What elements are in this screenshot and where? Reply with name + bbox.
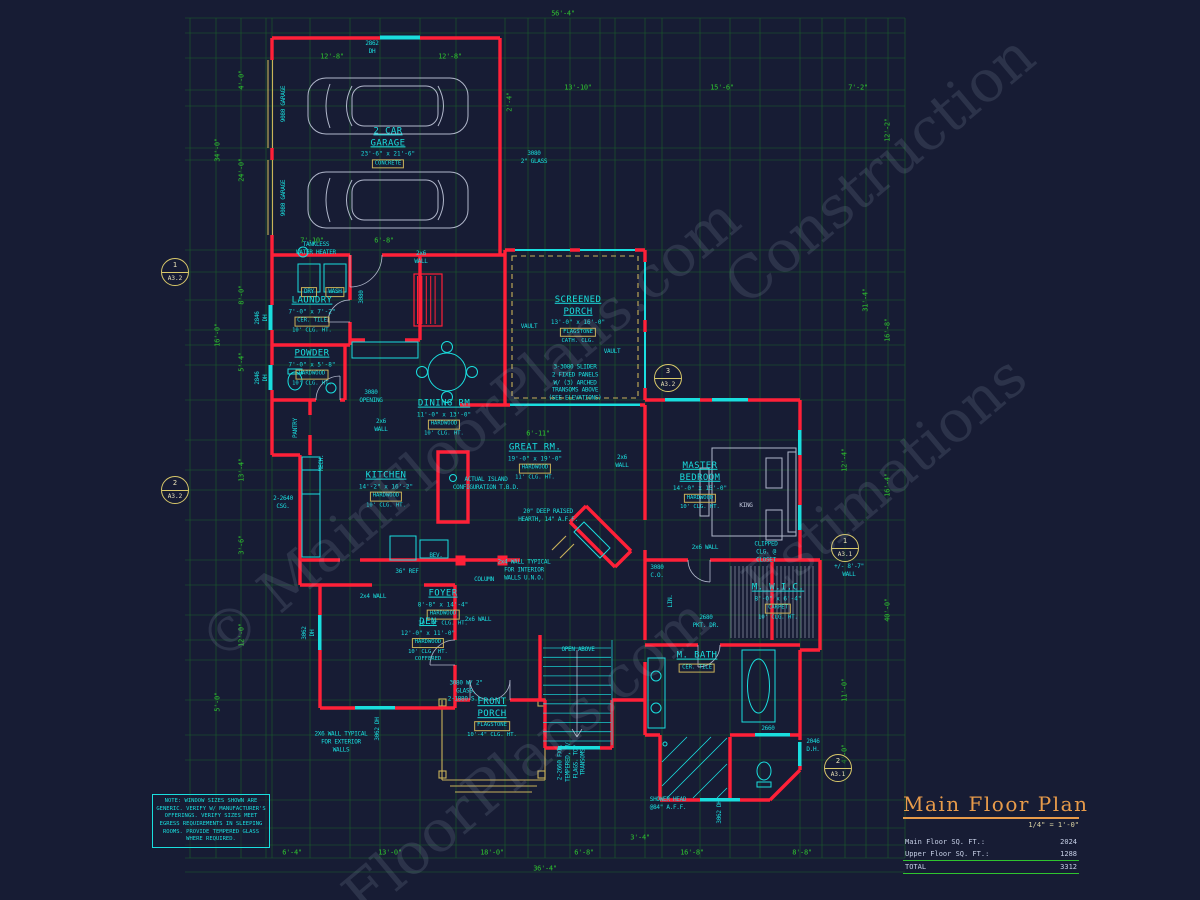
area-value: 1288 [1060,850,1077,858]
area-label: TOTAL [905,863,927,871]
marker-sheet: A3.2 [167,493,183,501]
area-label: Upper Floor SQ. FT.: [905,850,990,858]
area-row-main: Main Floor SQ. FT.: 2024 [903,836,1079,848]
marker-number: 3 [655,365,681,379]
area-value: 3312 [1060,863,1077,871]
area-row-upper: Upper Floor SQ. FT.: 1288 [903,848,1079,860]
area-row-total: TOTAL 3312 [903,860,1079,874]
walls [270,36,822,802]
windows [268,35,802,802]
marker-number: 2 [162,477,188,491]
marker-number: 2 [825,755,851,769]
marker-sheet: A3.1 [830,771,846,779]
marker-sheet: A3.2 [167,275,183,283]
area-value: 2024 [1060,838,1077,846]
fixtures [287,246,776,799]
plan-title: Main Floor Plan [903,792,1087,819]
porch-and-garage-door-lines [267,60,639,793]
marker-number: 1 [162,259,188,273]
plan-scale: 1/4" = 1'-0" [1028,821,1079,829]
area-table: Main Floor SQ. FT.: 2024 Upper Floor SQ.… [903,836,1079,874]
general-note: NOTE: WINDOW SIZES SHOWN ARE GENERIC. VE… [152,794,270,849]
marker-sheet: A3.2 [660,381,676,389]
white-details [307,77,814,738]
marker-sheet: A3.1 [837,551,853,559]
marker-number: 1 [832,535,858,549]
area-label: Main Floor SQ. FT.: [905,838,986,846]
title-block: Main Floor Plan 1/4" = 1'-0" Main Floor … [903,792,1087,874]
